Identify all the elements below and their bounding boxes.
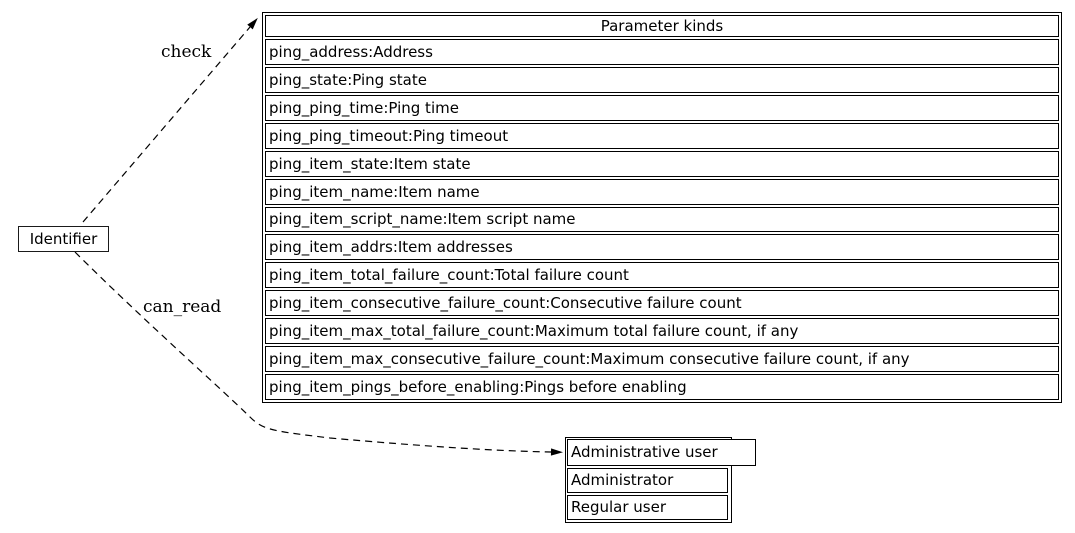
parameter-row: ping_item_total_failure_count:Total fail… bbox=[265, 262, 1059, 289]
parameter-row: ping_state:Ping state bbox=[265, 66, 1059, 93]
parameter-row: ping_item_state:Item state bbox=[265, 150, 1059, 177]
admin-user-table-title: Administrative user bbox=[567, 439, 756, 466]
admin-user-row: Administrator bbox=[567, 468, 728, 493]
parameter-row: ping_ping_timeout:Ping timeout bbox=[265, 122, 1059, 149]
edge-check-dashed-arrow bbox=[82, 17, 258, 223]
parameter-row: ping_item_consecutive_failure_count:Cons… bbox=[265, 290, 1059, 317]
parameter-row: ping_item_addrs:Item addresses bbox=[265, 234, 1059, 261]
edge-label-check: check bbox=[161, 42, 212, 62]
parameter-kinds-table-title: Parameter kinds bbox=[265, 15, 1059, 37]
node-identifier: Identifier bbox=[18, 226, 109, 252]
parameter-row: ping_item_name:Item name bbox=[265, 178, 1059, 205]
edge-label-can-read: can_read bbox=[143, 297, 222, 317]
parameter-row: ping_ping_time:Ping time bbox=[265, 94, 1059, 121]
identifier-label: Identifier bbox=[29, 230, 98, 248]
parameter-row: ping_item_pings_before_enabling:Pings be… bbox=[265, 374, 1059, 400]
admin-user-row: Regular user bbox=[567, 495, 728, 520]
admin-user-table-border bbox=[565, 437, 732, 523]
parameter-row: ping_item_max_total_failure_count:Maximu… bbox=[265, 318, 1059, 345]
parameter-row: ping_item_script_name:Item script name bbox=[265, 206, 1059, 233]
parameter-row: ping_address:Address bbox=[265, 39, 1059, 65]
parameter-row: ping_item_max_consecutive_failure_count:… bbox=[265, 346, 1059, 373]
edge-can-read-dashed-arrow bbox=[74, 251, 563, 456]
